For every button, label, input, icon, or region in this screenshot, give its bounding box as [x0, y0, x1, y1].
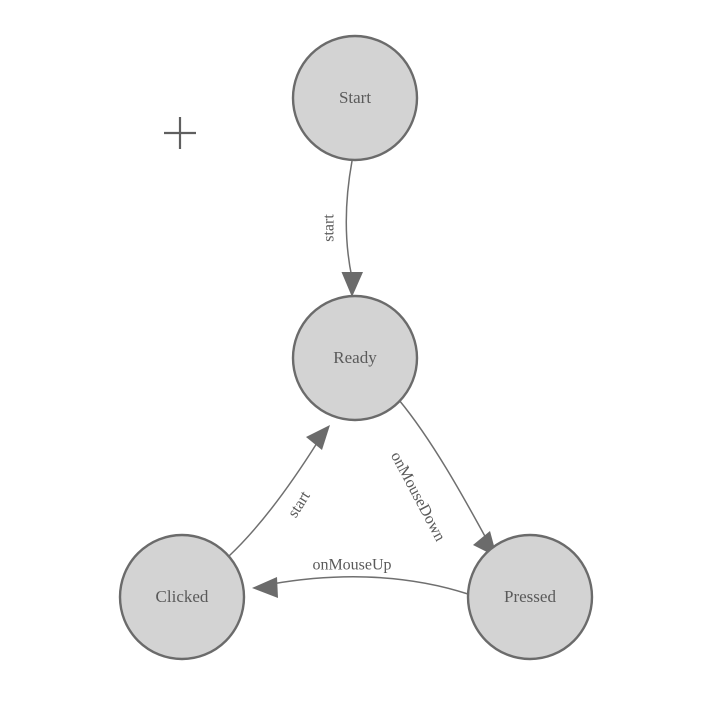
node-start[interactable]: Start	[291, 34, 419, 162]
node-ready-label: Ready	[333, 348, 377, 367]
node-ready[interactable]: Ready	[291, 294, 419, 422]
node-pressed[interactable]: Pressed	[466, 533, 594, 661]
edge-pressed-to-clicked[interactable]	[252, 576, 469, 598]
edge-label-pressed-to-clicked: onMouseUp	[312, 557, 391, 574]
node-pressed-circle[interactable]	[466, 533, 594, 661]
edge-label-clicked-to-ready: start	[285, 488, 314, 521]
node-clicked[interactable]: Clicked	[118, 533, 246, 661]
arrowhead-into-clicked	[252, 577, 278, 598]
arrowhead-into-ready-top	[341, 272, 363, 297]
node-start-circle[interactable]	[291, 34, 419, 162]
node-clicked-circle[interactable]	[118, 533, 246, 661]
edge-label-start-to-ready: start	[321, 214, 338, 242]
edge-clicked-to-ready[interactable]	[228, 425, 330, 557]
node-start-label: Start	[339, 88, 371, 107]
node-ready-circle[interactable]	[291, 294, 419, 422]
edge-start-to-ready[interactable]	[341, 160, 364, 297]
edge-label-ready-to-pressed: onMouseDown	[387, 449, 448, 544]
node-clicked-label: Clicked	[156, 587, 209, 606]
node-pressed-label: Pressed	[504, 587, 556, 606]
plus-marker-icon	[164, 117, 196, 149]
arrowhead-into-ready-left	[306, 425, 330, 450]
